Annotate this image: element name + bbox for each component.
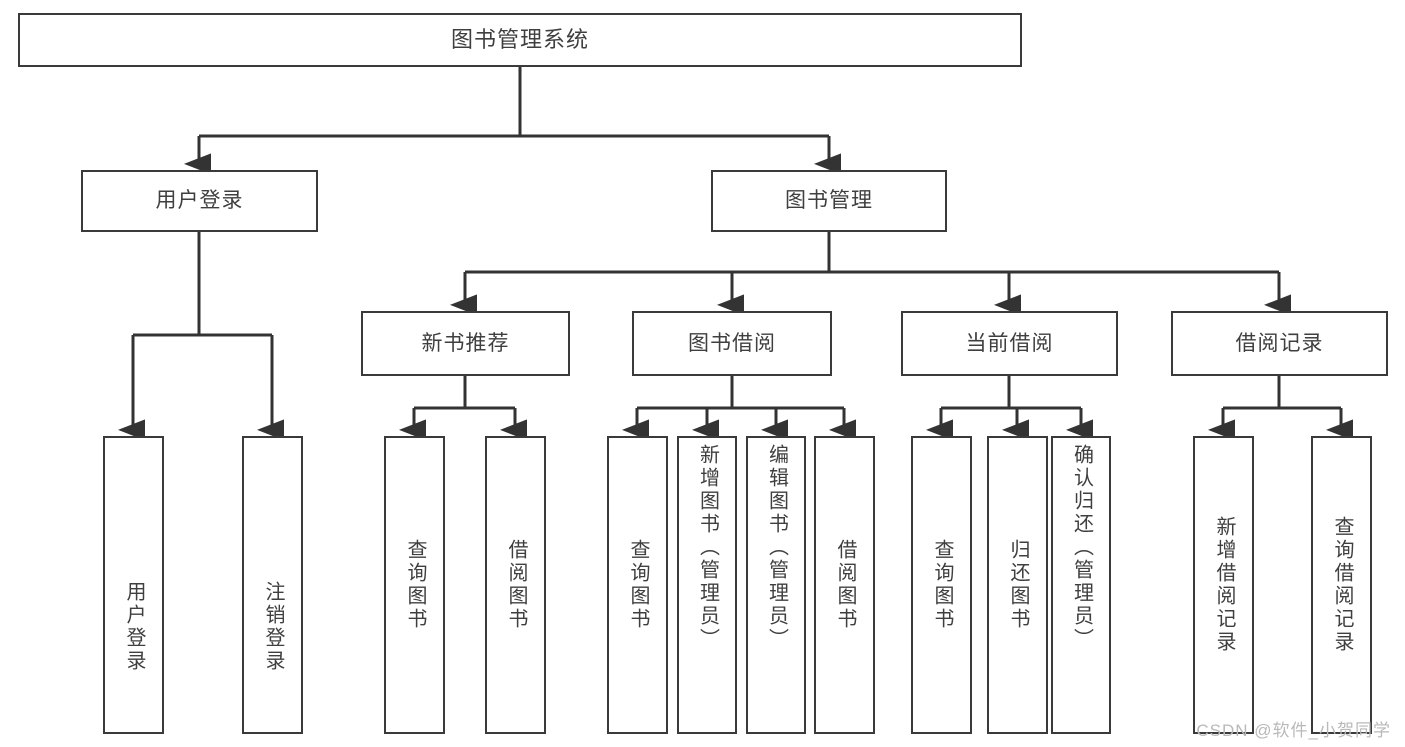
node-label: 确认归还（管理员）: [1070, 444, 1093, 651]
node-label: 归还图书: [1007, 539, 1029, 631]
node-label: 新书推荐: [421, 331, 510, 355]
node-label: 当前借阅: [965, 331, 1054, 355]
node-label: 图书管理: [785, 189, 873, 213]
node-label: 新增借阅记录: [1213, 516, 1235, 654]
node-label: 查询借阅记录: [1331, 516, 1353, 654]
watermark: CSDN @软件_小贺同学: [1196, 721, 1391, 740]
leaf-current-borrow-confirm-return[interactable]: 确认归还（管理员）: [1051, 436, 1111, 734]
node-user-login[interactable]: 用户登录: [81, 170, 318, 232]
node-label: 查询图书: [627, 539, 649, 631]
leaf-borrow-record-add[interactable]: 新增借阅记录: [1193, 436, 1254, 734]
node-book-management[interactable]: 图书管理: [711, 170, 947, 232]
node-new-book-recommend[interactable]: 新书推荐: [361, 311, 570, 376]
node-label: 查询图书: [931, 539, 953, 631]
node-label: 编辑图书（管理员）: [765, 444, 788, 651]
node-book-borrow[interactable]: 图书借阅: [632, 311, 832, 376]
node-label: 图书借阅: [688, 331, 776, 355]
node-label: 用户登录: [155, 189, 244, 213]
node-borrow-record[interactable]: 借阅记录: [1171, 311, 1388, 376]
leaf-new-book-query[interactable]: 查询图书: [384, 436, 445, 734]
leaf-user-login-login[interactable]: 用户登录: [103, 436, 164, 734]
leaf-current-borrow-return[interactable]: 归还图书: [987, 436, 1048, 734]
leaf-user-login-logout[interactable]: 注销登录: [242, 436, 303, 734]
leaf-borrow-record-query[interactable]: 查询借阅记录: [1311, 436, 1372, 734]
leaf-new-book-borrow[interactable]: 借阅图书: [485, 436, 546, 734]
node-label: 新增图书（管理员）: [696, 444, 719, 651]
node-label: 图书管理系统: [450, 26, 589, 52]
node-label: 借阅记录: [1235, 331, 1324, 355]
node-current-borrow[interactable]: 当前借阅: [901, 311, 1118, 376]
leaf-book-borrow-borrow[interactable]: 借阅图书: [814, 436, 875, 734]
node-label: 用户登录: [123, 581, 145, 673]
node-label: 注销登录: [262, 581, 284, 673]
leaf-book-borrow-add[interactable]: 新增图书（管理员）: [677, 436, 737, 734]
node-root-library-system[interactable]: 图书管理系统: [18, 13, 1022, 67]
node-label: 借阅图书: [505, 539, 527, 631]
leaf-current-borrow-query[interactable]: 查询图书: [911, 436, 972, 734]
leaf-book-borrow-edit[interactable]: 编辑图书（管理员）: [746, 436, 806, 734]
node-label: 查询图书: [404, 539, 426, 631]
node-label: 借阅图书: [834, 539, 856, 631]
leaf-book-borrow-query[interactable]: 查询图书: [607, 436, 668, 734]
